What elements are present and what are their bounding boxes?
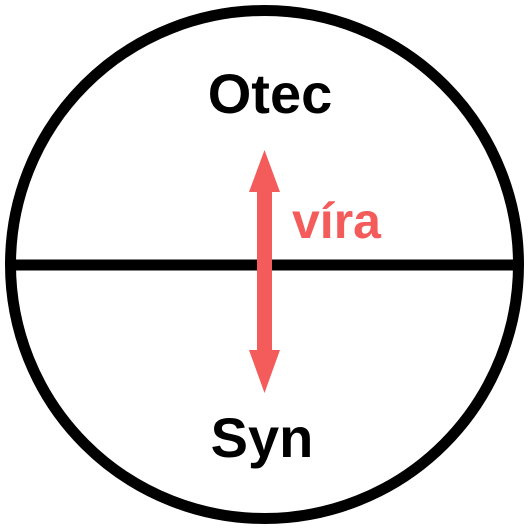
- arrow-head-down: [249, 350, 280, 393]
- bottom-label: Syn: [211, 406, 314, 469]
- bidirectional-arrow: [249, 150, 280, 393]
- arrow-head-up: [249, 150, 280, 192]
- arrow-shaft: [257, 185, 272, 360]
- relation-label: víra: [292, 193, 382, 249]
- top-label: Otec: [208, 62, 333, 125]
